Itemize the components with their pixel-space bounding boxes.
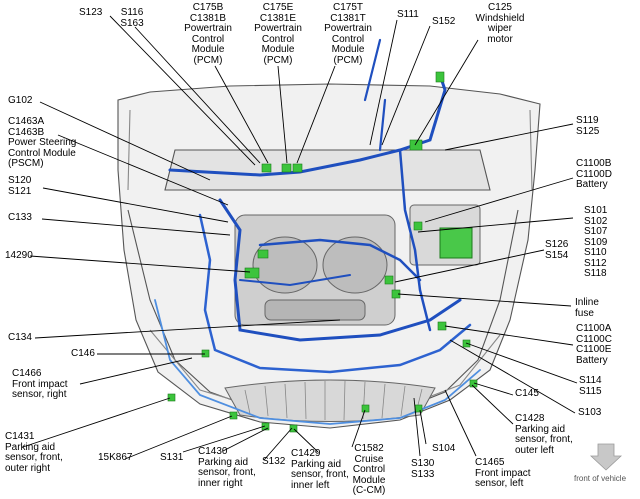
label-s131: S131 (160, 452, 184, 463)
battery-box (409, 204, 481, 266)
front-of-vehicle-arrow-icon (589, 443, 623, 471)
label-c145: C145 (515, 388, 539, 399)
label-c1463-pscm: C1463A C1463B Power Steering Control Mod… (8, 116, 77, 169)
label-s104: S104 (432, 443, 456, 454)
label-c1429-parking-sensor-inner-left: C1429 Parking aid sensor, front, inner l… (291, 448, 349, 491)
callout-leaders (22, 15, 578, 461)
label-c134: C134 (8, 332, 32, 343)
label-s126-s154: S126 S154 (545, 239, 569, 261)
label-c1466-impact-sensor-right: C1466 Front impact sensor, right (12, 368, 68, 400)
label-inline-fuse: Inline fuse (575, 297, 599, 319)
label-c1465-impact-sensor-left: C1465 Front impact sensor, left (475, 457, 531, 489)
label-c1428-parking-sensor-outer-left: C1428 Parking aid sensor, front, outer l… (515, 413, 573, 456)
label-c175t-pcm: C175T C1381T Powertrain Control Module (… (324, 2, 372, 66)
label-s120-s121: S120 S121 (8, 175, 32, 197)
label-s119-s125: S119 S125 (576, 115, 600, 137)
label-c1431-parking-sensor-outer-right: C1431 Parking aid sensor, front, outer r… (5, 431, 63, 474)
label-s103: S103 (578, 407, 602, 418)
label-s132: S132 (262, 456, 286, 467)
front-grille (224, 379, 436, 422)
label-c146: C146 (71, 348, 95, 359)
label-15k867: 15K867 (98, 452, 133, 463)
label-s111: S111 (397, 9, 419, 20)
label-c1582-cruise-control-module: C1582 Cruise Control Module (C-CM) (352, 443, 386, 496)
label-s123: S123 (79, 7, 103, 18)
label-s130-s133: S130 S133 (411, 458, 435, 480)
connectors (167, 71, 478, 433)
label-s114-s115: S114 S115 (579, 375, 602, 397)
label-s116-s163: S116 S163 (120, 7, 144, 29)
label-c133: C133 (8, 212, 32, 223)
label-s101-group: S101 S102 S107 S109 S110 S112 S118 (584, 205, 608, 279)
label-c1430-parking-sensor-inner-right: C1430 Parking aid sensor, front, inner r… (198, 446, 256, 489)
label-s152: S152 (432, 16, 456, 27)
label-c125-wiper-motor: C125 Windshield wiper motor (475, 2, 525, 45)
label-c175b-pcm: C175B C1381B Powertrain Control Module (… (184, 2, 232, 66)
label-14290: 14290 (5, 250, 33, 261)
label-c175e-pcm: C175E C1381E Powertrain Control Module (… (254, 2, 302, 66)
label-c1100b-battery: C1100B C1100D Battery (576, 158, 612, 190)
front-of-vehicle-label: front of vehicle (574, 474, 627, 483)
label-g102: G102 (8, 95, 33, 106)
label-c1100a-battery: C1100A C1100C C1100E Battery (576, 323, 612, 366)
